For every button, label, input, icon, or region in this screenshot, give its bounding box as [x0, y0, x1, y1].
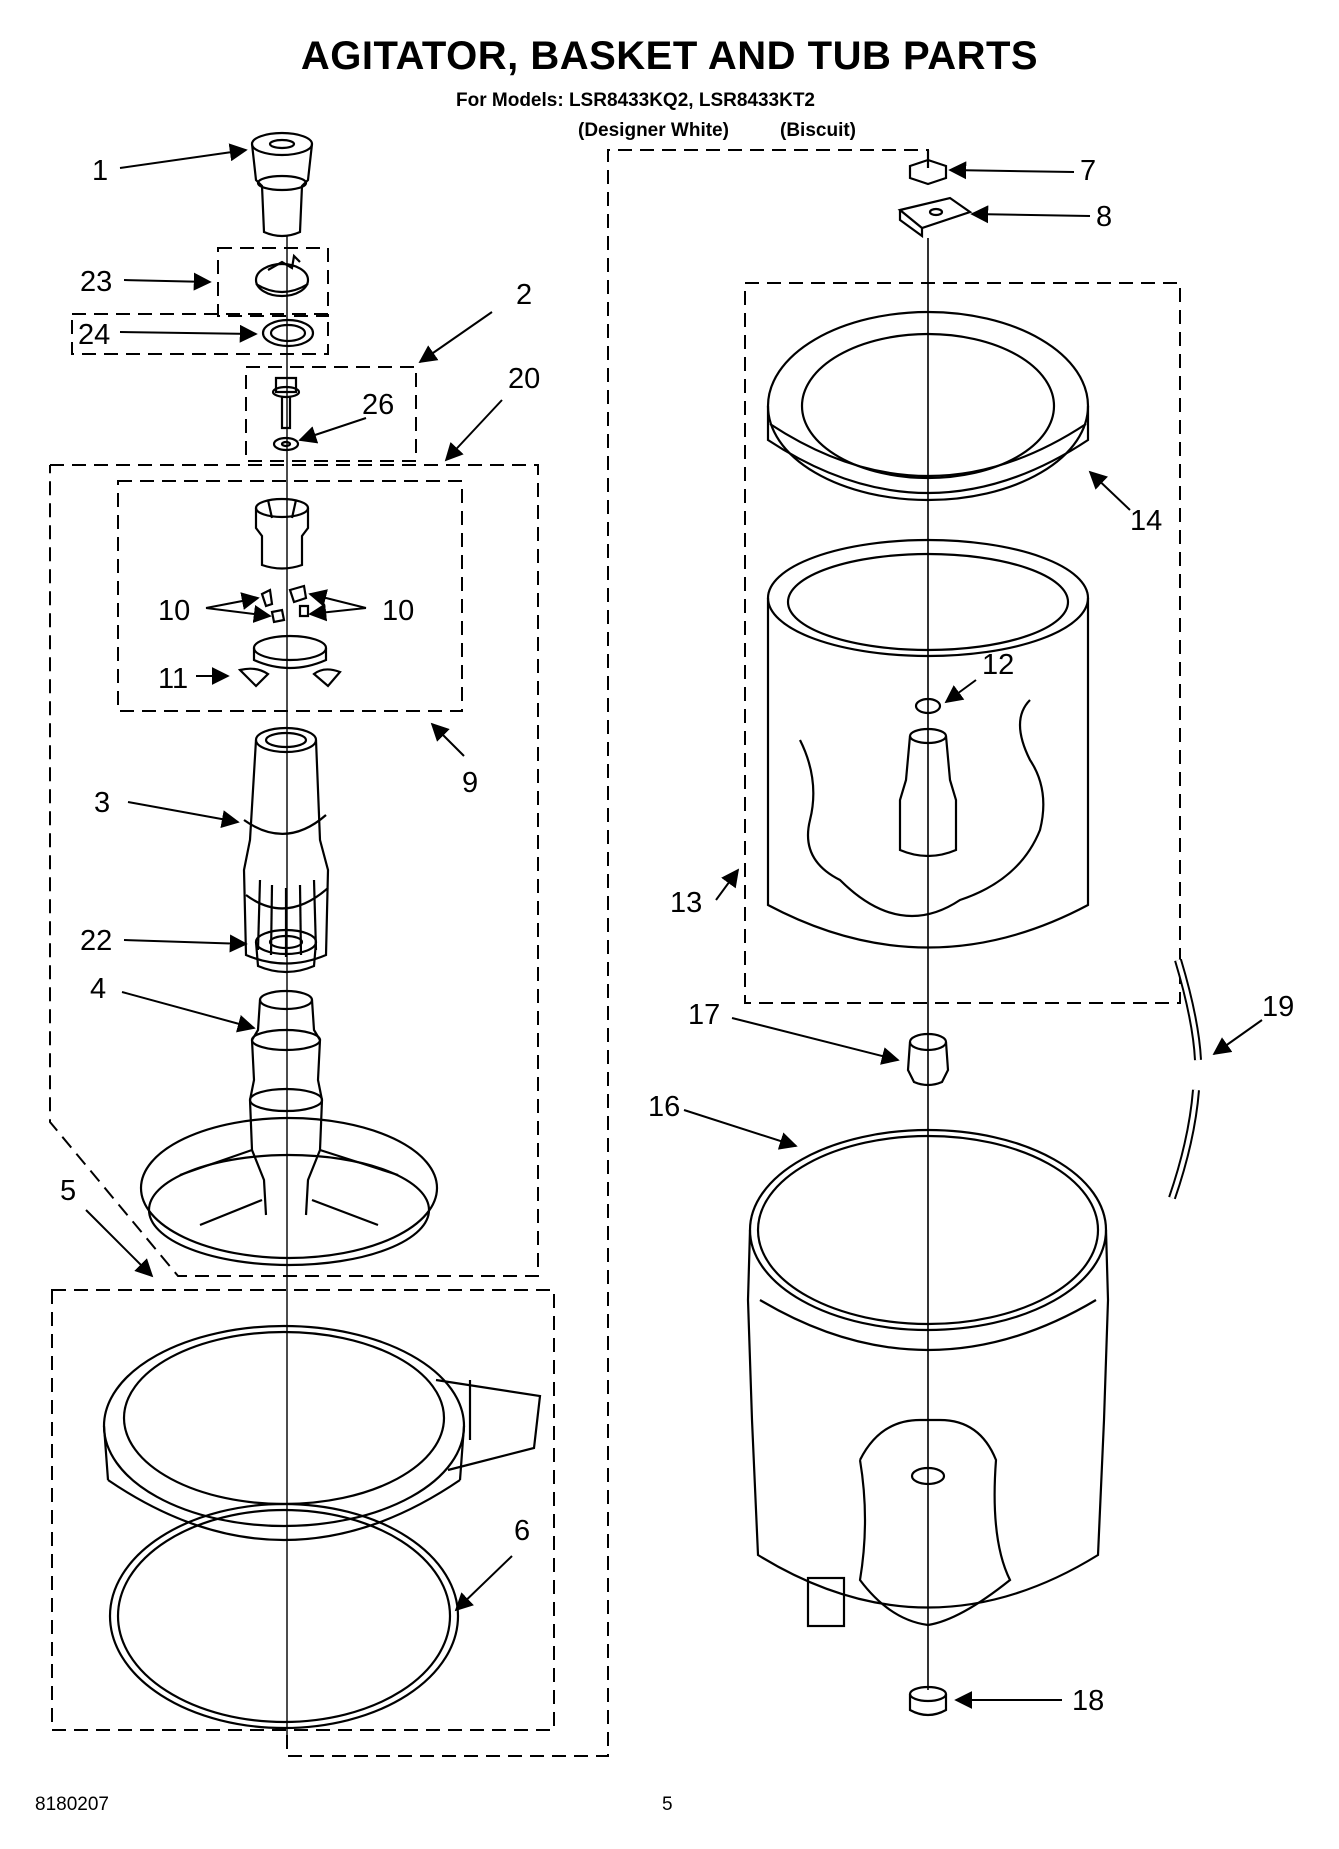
- arrow-22: [123, 934, 248, 953]
- arrow-8: [970, 205, 1091, 224]
- callout-26: 26: [362, 389, 394, 421]
- callout-18: 18: [1072, 1685, 1104, 1717]
- callout-1: 1: [92, 155, 108, 187]
- group-box-23: [217, 247, 329, 317]
- part-8-plate: [897, 196, 973, 239]
- part-11-retainer: [237, 634, 342, 688]
- arrow-24: [119, 324, 258, 343]
- arrow-5: [85, 1209, 154, 1278]
- callout-14: 14: [1130, 505, 1162, 537]
- part-7-nut: [908, 150, 948, 186]
- part-19-hose: [1168, 958, 1202, 1200]
- arrow-26: [298, 417, 367, 444]
- callout-19: 19: [1262, 991, 1294, 1023]
- group-box-24: [71, 313, 329, 355]
- part-6-gasket: [108, 1502, 460, 1730]
- callout-17: 17: [688, 999, 720, 1031]
- part-4-agitator-base: [139, 989, 439, 1267]
- arrow-6: [454, 1555, 513, 1612]
- variant-label-white: (Designer White): [578, 120, 729, 141]
- callout-8: 8: [1096, 201, 1112, 233]
- arrow-20: [444, 399, 503, 462]
- right-parts: [286, 150, 1202, 1735]
- callout-2: 2: [516, 279, 532, 311]
- leader-arrows: [85, 143, 1263, 1709]
- callout-4: 4: [90, 973, 106, 1005]
- callout-12: 12: [982, 649, 1014, 681]
- left-parts: [102, 131, 542, 1730]
- group-box-13: [744, 282, 1181, 1004]
- part-10-dogs: [260, 584, 310, 624]
- arrow-19: [1212, 1019, 1263, 1056]
- arrow-7: [948, 161, 1075, 180]
- part-18-seal: [908, 1685, 948, 1717]
- arrow-17: [731, 1017, 900, 1065]
- document-number: 8180207: [35, 1794, 109, 1815]
- arrow-13: [715, 868, 740, 901]
- part-2-bolt: [271, 376, 301, 452]
- callout-10-right: 10: [382, 595, 414, 627]
- part-24-o-ring: [261, 318, 315, 348]
- callout-10-left: 10: [158, 595, 190, 627]
- callout-7: 7: [1080, 155, 1096, 187]
- callout-13: 13: [670, 887, 702, 919]
- arrow-4: [121, 991, 256, 1033]
- callout-23: 23: [80, 266, 112, 298]
- group-box-20: [49, 464, 539, 1277]
- callout-22: 22: [80, 925, 112, 957]
- callout-16: 16: [648, 1091, 680, 1123]
- callout-6: 6: [514, 1515, 530, 1547]
- arrow-14: [1088, 470, 1131, 511]
- callout-5: 5: [60, 1175, 76, 1207]
- part-1-softener-cup: [250, 131, 314, 238]
- part-23-cam: [254, 253, 310, 298]
- arrow-10b1: [308, 589, 367, 609]
- page-title: AGITATOR, BASKET AND TUB PARTS: [300, 34, 1039, 78]
- models-subtitle: For Models: LSR8433KQ2, LSR8433KT2: [456, 90, 815, 111]
- arrow-10a2: [205, 605, 272, 623]
- callout-11: 11: [158, 663, 188, 695]
- part-3-agitator-barrel: [242, 726, 330, 965]
- callout-20: 20: [508, 363, 540, 395]
- arrow-10a1: [205, 592, 260, 610]
- arrow-10b2: [308, 603, 367, 622]
- arrow-2: [418, 311, 493, 364]
- group-boxes: [49, 149, 1181, 1757]
- callout-labels: 1 23 24 2 26 20 10 10 11 9 3 22 4 5 6 7 …: [60, 155, 1294, 1717]
- arrow-23: [123, 272, 212, 291]
- page-number: 5: [662, 1794, 673, 1815]
- arrow-12: [944, 679, 977, 704]
- arrow-1: [119, 143, 248, 169]
- arrow-9: [430, 722, 465, 757]
- callout-24: 24: [78, 319, 110, 351]
- callout-9: 9: [462, 767, 478, 799]
- variant-label-biscuit: (Biscuit): [780, 120, 856, 141]
- arrow-16: [683, 1109, 798, 1150]
- part-22-clutch: [254, 928, 318, 974]
- callout-3: 3: [94, 787, 110, 819]
- group-box-5: [51, 1289, 555, 1731]
- part-5-tub-ring: [102, 1324, 542, 1541]
- arrow-3: [127, 801, 240, 828]
- part-9-upper-cap: [254, 497, 310, 570]
